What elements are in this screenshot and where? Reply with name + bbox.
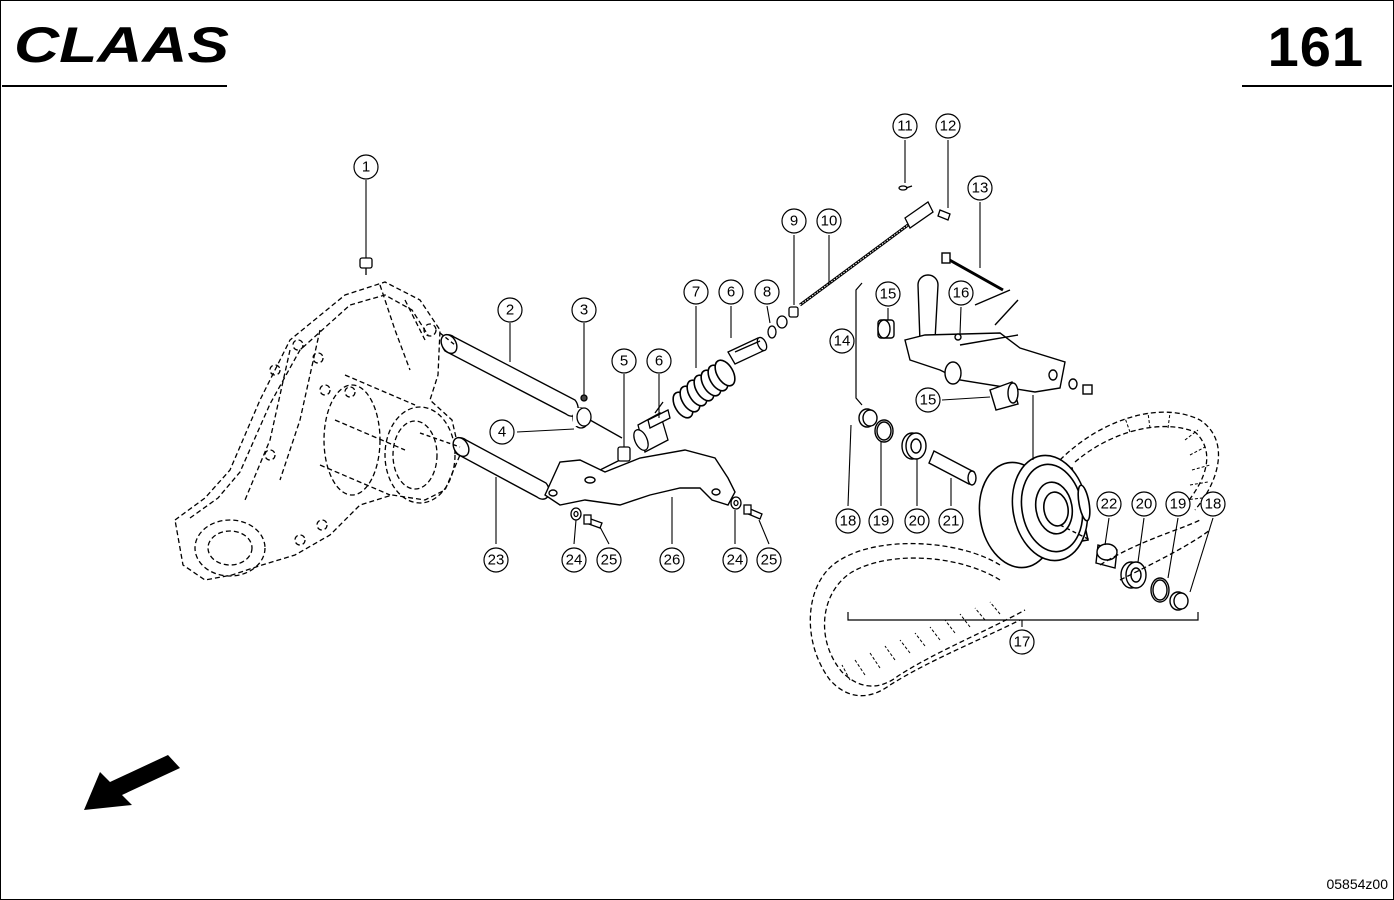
svg-text:15: 15	[920, 392, 937, 409]
callout-9: 9	[781, 208, 807, 234]
svg-text:18: 18	[1205, 496, 1222, 513]
tension-lever-part	[544, 449, 736, 506]
washer-bolt-parts	[570, 496, 763, 529]
callout-26: 26	[659, 547, 685, 573]
callout-14: 14	[829, 328, 855, 354]
svg-text:4: 4	[498, 424, 506, 441]
callout-24b: 24	[722, 547, 748, 573]
svg-text:16: 16	[953, 285, 970, 302]
svg-text:6: 6	[727, 284, 735, 301]
svg-text:25: 25	[761, 552, 778, 569]
callout-4: 4	[489, 419, 515, 445]
callout-24a: 24	[561, 547, 587, 573]
callout-6b: 6	[718, 279, 744, 305]
svg-text:24: 24	[566, 552, 583, 569]
callout-labels: 1 2 3 4 5 6 6 7 8 9 10 11 12 13 14 15 15…	[353, 113, 1226, 655]
svg-text:5: 5	[620, 353, 628, 370]
bracket-assembly-part	[877, 252, 1093, 411]
spring-assembly-parts	[617, 185, 951, 462]
svg-text:18: 18	[840, 513, 857, 530]
callout-19a: 19	[868, 508, 894, 534]
svg-text:3: 3	[580, 302, 588, 319]
svg-text:12: 12	[940, 118, 957, 135]
callout-2: 2	[497, 297, 523, 323]
drawing-code: 05854z00	[1326, 876, 1388, 892]
svg-text:25: 25	[601, 552, 618, 569]
callout-13: 13	[967, 175, 993, 201]
arrow-down-left-icon	[84, 755, 180, 810]
shaft-parts	[419, 332, 579, 500]
header-rule-left	[2, 85, 227, 87]
brand-logo-text: CLAAS	[14, 18, 229, 68]
callout-20a: 20	[904, 508, 930, 534]
gearbox-housing	[174, 281, 461, 581]
idler-pulley-part	[978, 454, 1091, 569]
callout-17: 17	[1009, 629, 1035, 655]
header-rule-right	[1242, 85, 1392, 87]
svg-text:6: 6	[655, 353, 663, 370]
svg-text:7: 7	[692, 284, 700, 301]
svg-text:26: 26	[664, 552, 681, 569]
svg-text:10: 10	[821, 213, 838, 230]
callout-18a: 18	[835, 508, 861, 534]
svg-text:14: 14	[834, 333, 851, 350]
callout-19b: 19	[1165, 491, 1191, 517]
callout-10: 10	[816, 208, 842, 234]
callout-7: 7	[683, 279, 709, 305]
callout-18b: 18	[1200, 491, 1226, 517]
callout-25b: 25	[756, 547, 782, 573]
group-bracket-lines	[847, 282, 1199, 621]
svg-text:21: 21	[943, 513, 960, 530]
svg-text:1: 1	[362, 159, 370, 176]
bushing-parts	[572, 394, 623, 439]
callout-8: 8	[754, 279, 780, 305]
svg-text:11: 11	[897, 118, 913, 135]
grease-nipple-part	[359, 257, 373, 275]
callout-3: 3	[571, 297, 597, 323]
pulley-bearing-parts-left	[858, 408, 1091, 541]
svg-text:22: 22	[1101, 496, 1118, 513]
callout-1: 1	[353, 154, 379, 180]
callout-20b: 20	[1131, 491, 1157, 517]
callout-23: 23	[483, 547, 509, 573]
svg-text:2: 2	[506, 302, 514, 319]
svg-text:13: 13	[972, 180, 989, 197]
page-number: 161	[1267, 15, 1364, 78]
callout-15b: 15	[915, 387, 941, 413]
callout-6a: 6	[646, 348, 672, 374]
callout-22: 22	[1096, 491, 1122, 517]
svg-text:23: 23	[488, 552, 505, 569]
callout-16: 16	[948, 280, 974, 306]
svg-text:19: 19	[1170, 496, 1187, 513]
svg-text:20: 20	[909, 513, 926, 530]
pulley-bearing-parts-right	[1095, 543, 1189, 611]
svg-text:20: 20	[1136, 496, 1153, 513]
callout-15a: 15	[875, 281, 901, 307]
svg-text:24: 24	[727, 552, 744, 569]
svg-text:19: 19	[873, 513, 890, 530]
svg-text:17: 17	[1014, 634, 1031, 651]
callout-12: 12	[935, 113, 961, 139]
claas-logo-icon: CLAAS	[14, 18, 229, 68]
callout-11: 11	[892, 113, 918, 139]
callout-25a: 25	[596, 547, 622, 573]
callout-21: 21	[938, 508, 964, 534]
svg-text:8: 8	[763, 284, 771, 301]
svg-text:15: 15	[880, 286, 897, 303]
callout-5: 5	[611, 348, 637, 374]
callout-leaders	[365, 140, 1214, 627]
svg-text:9: 9	[790, 213, 798, 230]
